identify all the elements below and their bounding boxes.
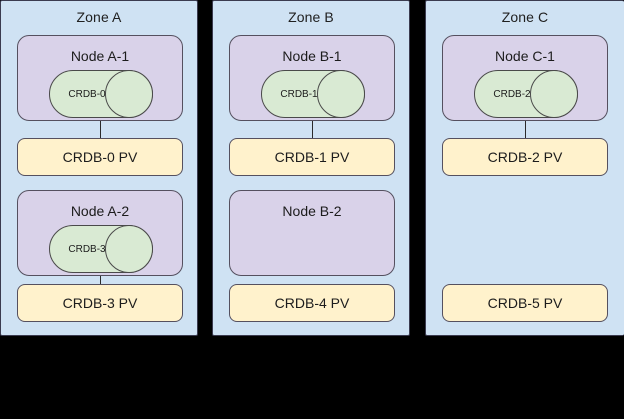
node-b-1[interactable]: Node B-1 CRDB-1 <box>229 35 395 121</box>
pod-crdb-2-label: CRDB-2 <box>493 88 531 100</box>
pod-crdb-0-label: CRDB-0 <box>68 88 106 100</box>
zone-a-container[interactable]: Zone A Node A-1 CRDB-0 CRDB-0 PV Node A-… <box>0 0 198 336</box>
pod-crdb-1-label: CRDB-1 <box>280 88 318 100</box>
pv-crdb-0[interactable]: CRDB-0 PV <box>17 138 183 176</box>
cylinder-cap <box>530 70 578 118</box>
pv-crdb-1[interactable]: CRDB-1 PV <box>229 138 395 176</box>
connector-node-c-1-pv <box>525 121 526 138</box>
node-a-2[interactable]: Node A-2 CRDB-3 <box>17 190 183 276</box>
node-b-2-label: Node B-2 <box>282 203 342 219</box>
pv-crdb-2[interactable]: CRDB-2 PV <box>442 138 608 176</box>
connector-node-b-1-pv <box>312 121 313 138</box>
node-a-1-label: Node A-1 <box>70 48 130 64</box>
node-a-1[interactable]: Node A-1 CRDB-0 <box>17 35 183 121</box>
zone-c-title: Zone C <box>501 9 549 25</box>
connector-node-a-1-pv <box>100 121 101 138</box>
node-b-2[interactable]: Node B-2 <box>229 190 395 276</box>
node-a-2-label: Node A-2 <box>70 203 130 219</box>
pod-crdb-0[interactable]: CRDB-0 <box>49 70 153 118</box>
pod-crdb-2[interactable]: CRDB-2 <box>474 70 578 118</box>
node-c-1-label: Node C-1 <box>495 48 555 64</box>
zone-b-title: Zone B <box>288 9 334 25</box>
pv-crdb-5[interactable]: CRDB-5 PV <box>442 284 608 322</box>
node-b-1-label: Node B-1 <box>282 48 342 64</box>
cylinder-cap <box>317 70 365 118</box>
pod-crdb-3-label: CRDB-3 <box>68 243 106 255</box>
pod-crdb-1[interactable]: CRDB-1 <box>261 70 365 118</box>
zone-b-container[interactable]: Zone B Node B-1 CRDB-1 CRDB-1 PV Node B-… <box>212 0 410 336</box>
zone-a-title: Zone A <box>76 9 122 25</box>
pod-crdb-3[interactable]: CRDB-3 <box>49 225 153 273</box>
cylinder-cap <box>105 70 153 118</box>
node-c-1[interactable]: Node C-1 CRDB-2 <box>442 35 608 121</box>
pv-crdb-3[interactable]: CRDB-3 PV <box>17 284 183 322</box>
pv-crdb-4[interactable]: CRDB-4 PV <box>229 284 395 322</box>
zone-c-container[interactable]: Zone C Node C-1 CRDB-2 CRDB-2 PV CRDB-5 … <box>425 0 624 336</box>
cylinder-cap <box>105 225 153 273</box>
